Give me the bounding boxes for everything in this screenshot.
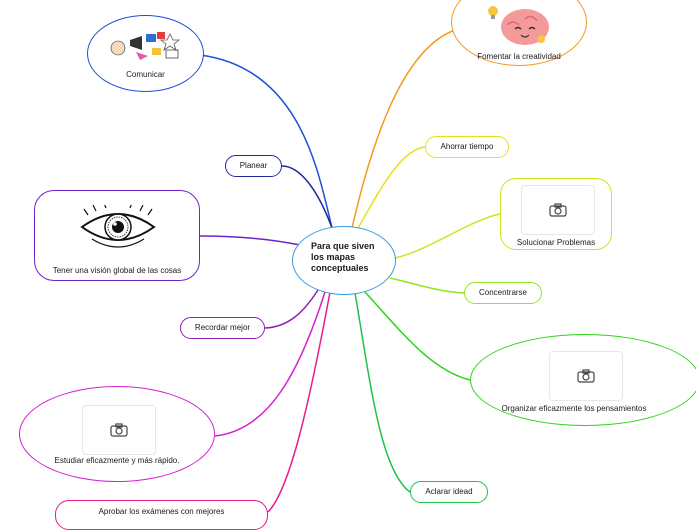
topic-solucionar[interactable]: Solucionar Problemas: [500, 178, 612, 250]
topic-fomentar-label: Fomentar la creatividad: [477, 52, 561, 61]
topic-ahorrar[interactable]: Ahorrar tiempo: [425, 136, 509, 158]
topic-concentrarse[interactable]: Concentrarse: [464, 282, 542, 304]
topic-comunicar[interactable]: Comunicar: [87, 15, 204, 92]
topic-vision[interactable]: Tener una visión global de las cosas: [34, 190, 200, 281]
topic-estudiar-image: [82, 405, 156, 455]
topic-concentrarse-label: Concentrarse: [478, 288, 528, 298]
camera-icon: [110, 423, 128, 437]
topic-recordar-label: Recordar mejor: [194, 323, 251, 333]
topic-aclarar[interactable]: Aclarar idead: [410, 481, 488, 503]
topic-solucionar-label: Solucionar Problemas: [516, 238, 596, 247]
central-topic-line-1: Para que siven: [311, 241, 375, 251]
topic-aprobar-label: Aprobar los exámenes con mejores: [98, 507, 225, 516]
topic-estudiar[interactable]: Estudiar eficazmente y más rápido.: [19, 386, 215, 482]
topic-aclarar-label: Aclarar idead: [425, 487, 473, 497]
topic-recordar[interactable]: Recordar mejor: [180, 317, 265, 339]
central-topic[interactable]: Para que siven los mapas conceptuales: [292, 226, 396, 295]
camera-icon: [577, 369, 595, 383]
central-topic-line-3: conceptuales: [311, 262, 369, 273]
connector-vision: [199, 235, 301, 246]
topic-planear-label: Planear: [239, 161, 268, 171]
connector-fomentar: [351, 29, 456, 229]
connector-solucionar: [394, 213, 501, 259]
connector-aclarar: [354, 292, 411, 493]
topic-estudiar-label: Estudiar eficazmente y más rápido.: [54, 456, 180, 465]
topic-organizar-label: Organizar eficazmente los pensamientos: [501, 404, 647, 413]
connector-planear: [281, 165, 333, 229]
topic-fomentar[interactable]: Fomentar la creatividad: [451, 0, 587, 66]
communication-clipart-icon: [110, 32, 181, 60]
topic-ahorrar-label: Ahorrar tiempo: [440, 142, 494, 152]
topic-comunicar-label: Comunicar: [126, 70, 165, 79]
connector-ahorrar: [357, 146, 426, 229]
happy-brain-icon: [488, 6, 549, 45]
connector-comunicar: [199, 54, 333, 229]
connector-estudiar: [214, 291, 326, 437]
eye-icon: [80, 205, 156, 248]
topic-vision-label: Tener una visión global de las cosas: [52, 266, 182, 275]
camera-icon: [549, 203, 567, 217]
connector-organizar: [364, 291, 471, 381]
connector-aprobar: [267, 291, 331, 513]
connector-recordar: [264, 289, 319, 329]
topic-aprobar[interactable]: Aprobar los exámenes con mejores: [55, 500, 268, 530]
topic-organizar[interactable]: Organizar eficazmente los pensamientos: [470, 334, 696, 426]
topic-organizar-image: [549, 351, 623, 401]
central-topic-line-2: los mapas: [311, 251, 356, 262]
connector-concentrarse: [389, 277, 465, 294]
topic-solucionar-image: [521, 185, 595, 235]
topic-planear[interactable]: Planear: [225, 155, 282, 177]
